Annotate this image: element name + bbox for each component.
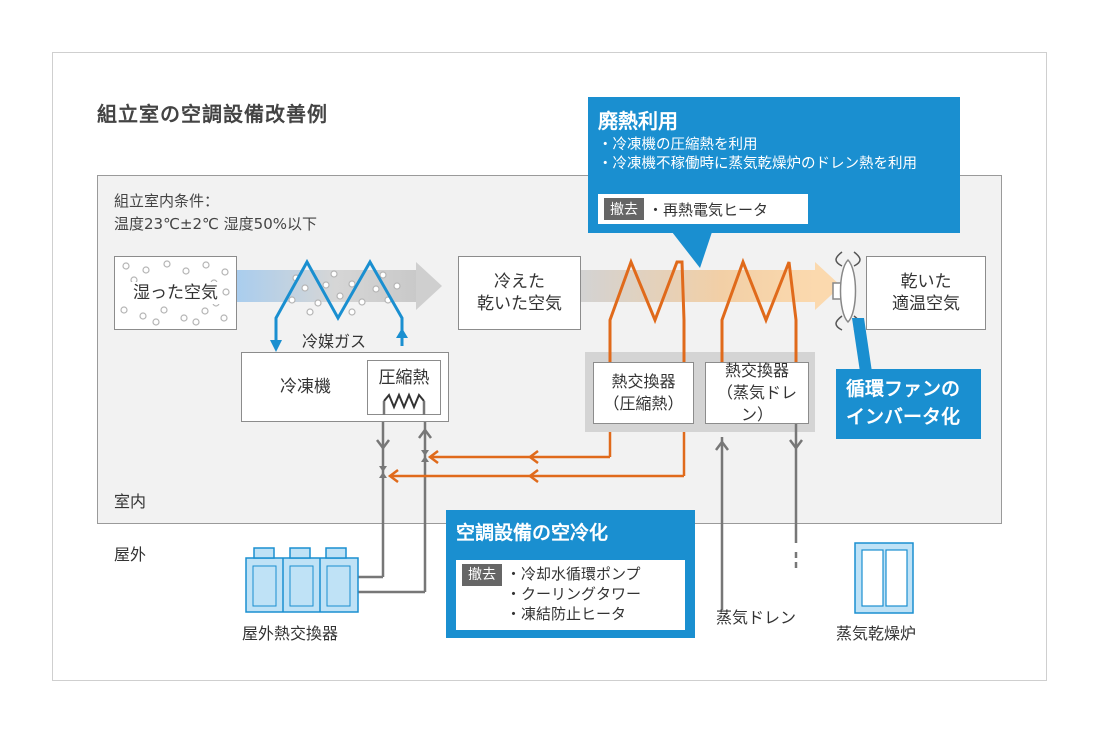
cooled-air-line1: 冷えた xyxy=(494,272,545,292)
outdoor-label: 屋外 xyxy=(114,545,147,564)
refrigerant-gas-label: 冷媒ガス xyxy=(302,332,367,351)
removed-tag: 撤去 xyxy=(604,198,644,220)
gray-pipes xyxy=(358,405,798,610)
waste-heat-removed-box: 撤去 ・再熱電気ヒータ xyxy=(598,194,808,224)
fan-inverter-callout: 循環ファンの インバータ化 xyxy=(836,369,981,439)
waste-heat-heading: 廃熱利用 xyxy=(598,109,678,133)
steam-dryer-icon xyxy=(854,542,914,614)
removed-item-heater: ・凍結防止ヒータ xyxy=(506,605,627,623)
gray-arrowheads xyxy=(376,427,803,451)
removed-tag-2: 撤去 xyxy=(462,564,502,586)
heater-coil-2 xyxy=(720,257,798,362)
airflow-band-2 xyxy=(580,262,841,310)
cooled-air-line2: 乾いた空気 xyxy=(477,294,562,314)
waste-heat-item-1: ・冷凍機の圧縮熱を利用 xyxy=(598,137,758,153)
hx1-line2: （圧縮熱） xyxy=(603,394,684,413)
compression-heat-label: 圧縮熱 xyxy=(378,368,430,388)
room-conditions-values: 温度23℃±2℃ 湿度50%以下 xyxy=(114,215,317,233)
removed-item-reheat: ・再熱電気ヒータ xyxy=(648,200,769,219)
hx1-line1: 熱交換器 xyxy=(611,372,676,391)
steam-drain-label: 蒸気ドレン xyxy=(716,608,797,627)
heater-coil-1 xyxy=(608,257,686,362)
refrigerator-label: 冷凍機 xyxy=(280,377,331,397)
waste-heat-item-2: ・冷凍機不稼働時に蒸気乾燥炉のドレン熱を利用 xyxy=(598,156,917,172)
removed-item-tower: ・クーリングタワー xyxy=(506,585,642,603)
callout-pointers xyxy=(672,232,872,372)
fan-callout-line1: 循環ファンの xyxy=(846,378,961,400)
airflow-band-1 xyxy=(236,262,442,310)
humid-air-box: 湿った空気 xyxy=(114,256,237,330)
fan-callout-line2: インバータ化 xyxy=(846,406,961,428)
heat-exchanger-compression: 熱交換器 （圧縮熱） xyxy=(593,362,694,424)
dry-temperate-air-box: 乾いた 適温空気 xyxy=(866,256,986,330)
hx2-line1: 熱交換器 xyxy=(724,361,789,380)
heat-exchanger-steam-drain: 熱交換器 （蒸気ドレン） xyxy=(705,361,809,424)
outdoor-hx-label: 屋外熱交換器 xyxy=(242,624,339,643)
steam-dryer-label: 蒸気乾燥炉 xyxy=(836,624,917,643)
humid-air-label: 湿った空気 xyxy=(131,282,220,304)
diagram-frame xyxy=(52,52,1047,681)
valves xyxy=(379,450,429,478)
indoor-label: 室内 xyxy=(114,492,147,511)
diagram-title: 組立室の空調設備改善例 xyxy=(97,102,328,126)
dry-air-line2: 適温空気 xyxy=(892,294,960,314)
room-conditions: 組立室内条件： 温度23℃±2℃ 湿度50%以下 xyxy=(114,190,317,236)
orange-pipes xyxy=(387,432,686,483)
dry-air-line1: 乾いた xyxy=(900,272,952,292)
humidity-dots xyxy=(288,270,401,316)
cooled-dry-air-box: 冷えた 乾いた空気 xyxy=(458,256,581,330)
removed-item-pump: ・冷却水循環ポンプ xyxy=(506,565,641,583)
room-conditions-label: 組立室内条件： xyxy=(114,192,220,210)
hx2-line2: （蒸気ドレン） xyxy=(716,383,797,424)
compression-heat-box: 圧縮熱 xyxy=(367,360,441,415)
refrigerant-coil xyxy=(270,258,408,352)
indoor-room-area xyxy=(97,175,1002,524)
air-cooling-heading: 空調設備の空冷化 xyxy=(456,522,609,544)
air-cooling-removed-box: 撤去 ・冷却水循環ポンプ ・クーリングタワー ・凍結防止ヒータ xyxy=(456,560,685,630)
outdoor-heat-exchanger-icon xyxy=(245,547,359,613)
